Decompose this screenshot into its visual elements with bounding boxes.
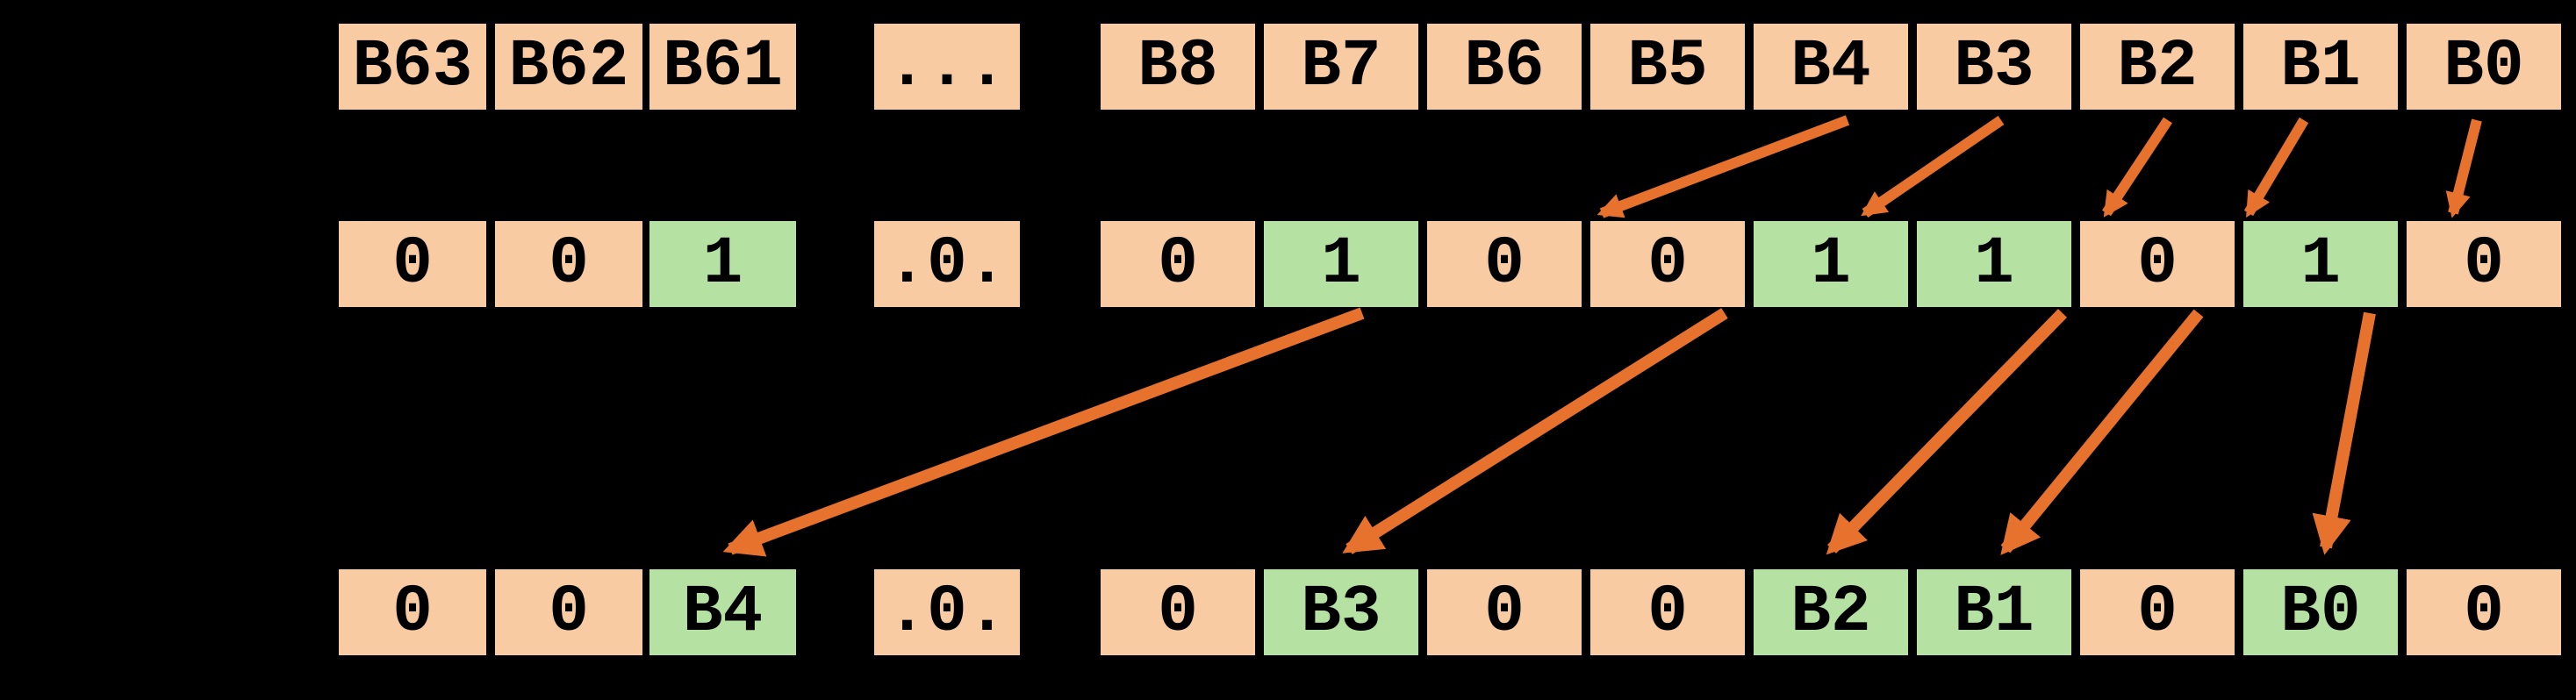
- cell-result-b4: B2: [1754, 569, 1908, 655]
- cell-result-b62: 0: [495, 569, 642, 655]
- cell-mask-b0: 0: [2407, 221, 2561, 307]
- cell-mask-b4: 1: [1754, 221, 1908, 307]
- cell-source-b3: B3: [1917, 24, 2071, 110]
- cell-source-b1: B1: [2243, 24, 2398, 110]
- cell-mask-b62: 0: [495, 221, 642, 307]
- cell-source-b4: B4: [1754, 24, 1908, 110]
- cell-mask-ellipsis: .0.: [874, 221, 1020, 307]
- cell-result-b63: 0: [339, 569, 486, 655]
- cell-source-b63: B63: [339, 24, 486, 110]
- cell-result-b2: 0: [2080, 569, 2235, 655]
- cell-source-b8: B8: [1101, 24, 1255, 110]
- cell-source-b2: B2: [2080, 24, 2235, 110]
- cell-result-b0: 0: [2407, 569, 2561, 655]
- cell-result-b6: 0: [1427, 569, 1582, 655]
- cell-mask-b61: 1: [649, 221, 796, 307]
- cell-result-ellipsis: .0.: [874, 569, 1020, 655]
- cell-source-b0: B0: [2407, 24, 2561, 110]
- cell-mask-b63: 0: [339, 221, 486, 307]
- cell-mask-b8: 0: [1101, 221, 1255, 307]
- cell-mask-b3: 1: [1917, 221, 2071, 307]
- cell-mask-b7: 1: [1264, 221, 1418, 307]
- cell-result-b8: 0: [1101, 569, 1255, 655]
- cell-result-b1: B0: [2243, 569, 2398, 655]
- cell-source-b7: B7: [1264, 24, 1418, 110]
- cell-result-b3: B1: [1917, 569, 2071, 655]
- cell-mask-b5: 0: [1590, 221, 1745, 307]
- cell-source-b6: B6: [1427, 24, 1582, 110]
- cell-mask-b2: 0: [2080, 221, 2235, 307]
- cell-mask-b6: 0: [1427, 221, 1582, 307]
- cell-source-ellipsis: ...: [874, 24, 1020, 110]
- cell-result-b5: 0: [1590, 569, 1745, 655]
- cell-source-b5: B5: [1590, 24, 1745, 110]
- cell-result-b61: B4: [649, 569, 796, 655]
- cell-mask-b1: 1: [2243, 221, 2398, 307]
- cell-source-b61: B61: [649, 24, 796, 110]
- cell-source-b62: B62: [495, 24, 642, 110]
- cell-result-b7: B3: [1264, 569, 1418, 655]
